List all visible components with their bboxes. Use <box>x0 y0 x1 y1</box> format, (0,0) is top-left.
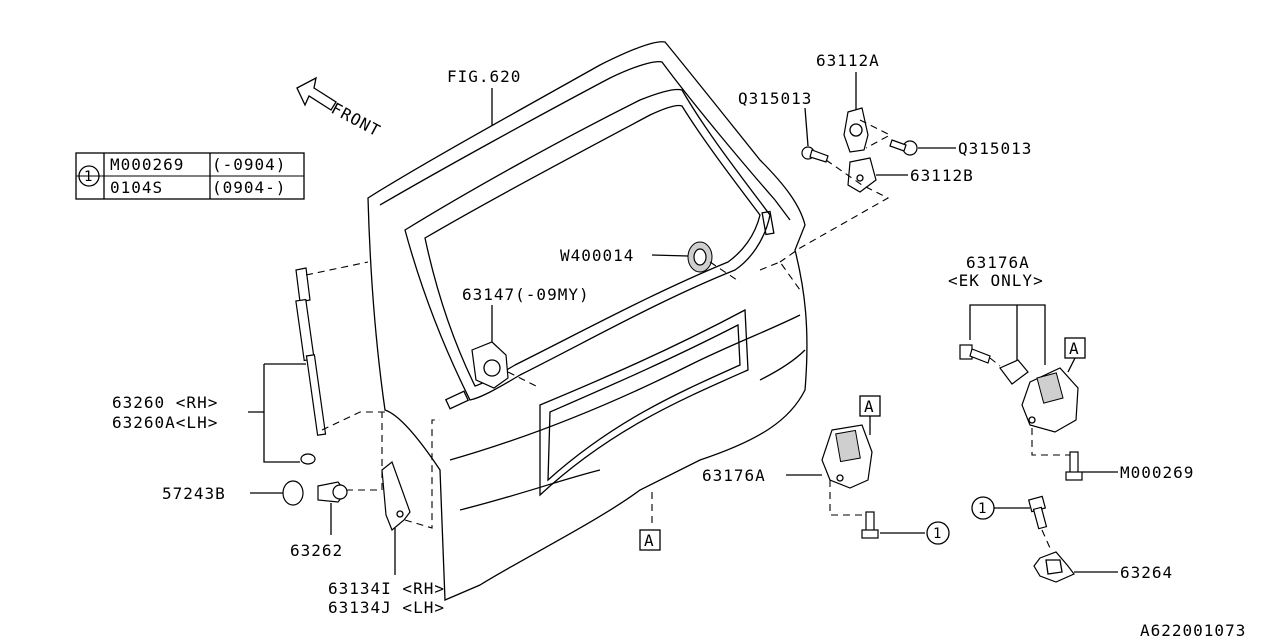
trim-63134 <box>381 461 411 531</box>
bolt-q315013-right <box>889 139 918 156</box>
bolt-ek <box>959 344 991 364</box>
diagram-id: A622001073 <box>1140 621 1246 640</box>
legend-symbol: 1 <box>84 169 93 185</box>
label-fig620: FIG.620 <box>447 67 521 86</box>
label-63147: 63147(-09MY) <box>462 285 590 304</box>
legend-row-2-range: (0904-) <box>212 178 286 197</box>
back-door-panel <box>367 41 808 601</box>
circle-1-mid: 1 <box>933 526 942 542</box>
label-63260a: 63260A<LH> <box>112 413 218 432</box>
label-ek-only: <EK ONLY> <box>948 271 1044 290</box>
bolt-striker <box>1027 495 1048 530</box>
legend-circle-icon <box>78 165 100 187</box>
hinge-63112a <box>843 107 869 153</box>
bracket-ek <box>999 359 1029 385</box>
label-63112b: 63112B <box>910 166 974 185</box>
label-63264: 63264 <box>1120 563 1173 582</box>
actuator-63147 <box>471 341 509 389</box>
legend-row-2-part: 0104S <box>110 178 163 197</box>
label-m000269: M000269 <box>1120 463 1194 482</box>
label-q315013-right: Q315013 <box>958 139 1032 158</box>
stopper-63262 <box>317 481 348 503</box>
legend-table <box>75 152 305 200</box>
bolt-mid <box>861 511 879 539</box>
grommet-w400014 <box>687 241 713 273</box>
label-63176a-mid: 63176A <box>702 466 766 485</box>
bolt-m000269 <box>1065 451 1083 481</box>
bumper-57243b <box>282 480 304 506</box>
legend-row-1-part: M000269 <box>110 155 184 174</box>
label-63262: 63262 <box>290 541 343 560</box>
ref-a-main-box <box>639 529 661 551</box>
label-w400014: W400014 <box>560 246 634 265</box>
label-63260: 63260 <RH> <box>112 393 218 412</box>
ref-a-mid: A <box>864 397 875 416</box>
striker-63264 <box>1033 551 1075 583</box>
latch-63176a-right <box>1021 367 1079 433</box>
front-arrow-icon <box>296 76 337 111</box>
label-63176a-top: 63176A <box>966 253 1030 272</box>
label-57243b: 57243B <box>162 484 226 503</box>
hinge-63112b <box>847 157 877 193</box>
circle-1-mid-icon <box>926 521 950 545</box>
legend-row-1-range: (-0904) <box>212 155 286 174</box>
latch-63176a-mid <box>821 424 873 489</box>
ref-a-right: A <box>1069 339 1080 358</box>
bolt-q315013-left <box>801 146 829 163</box>
label-63134j: 63134J <LH> <box>328 598 445 617</box>
label-q315013-left: Q315013 <box>738 89 812 108</box>
gas-strut-63260 <box>295 267 327 465</box>
front-label: FRONT <box>328 99 384 141</box>
label-63112a: 63112A <box>816 51 880 70</box>
circle-1-right: 1 <box>978 501 987 517</box>
label-63134i: 63134I <RH> <box>328 579 445 598</box>
ref-a-main: A <box>644 531 655 550</box>
